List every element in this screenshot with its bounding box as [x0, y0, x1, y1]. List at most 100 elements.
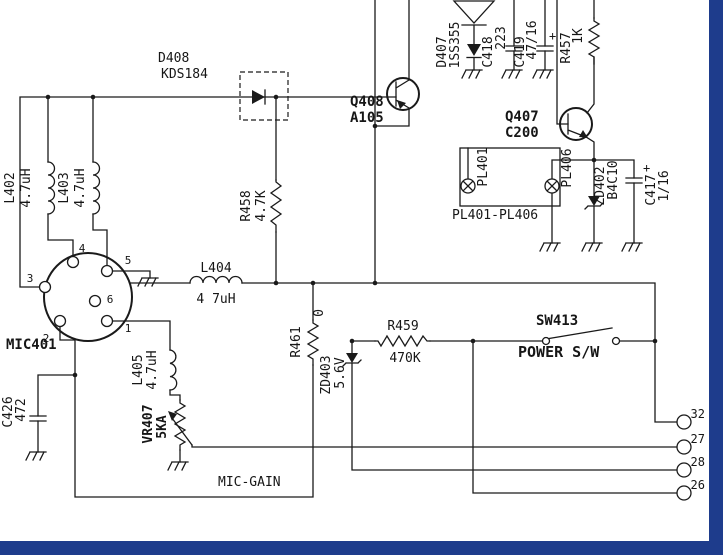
q408-ref-label: Q408 [350, 94, 384, 110]
sw413-switch [541, 327, 621, 346]
vr407-body [173, 399, 187, 451]
sw413-ref-label: SW413 [536, 313, 578, 329]
c417-value-label: 1/16 [657, 170, 672, 201]
q407-ref-label: Q407 [505, 109, 539, 125]
q408-value-label: A105 [350, 110, 384, 126]
zd403-ref-label: ZD403 [319, 355, 334, 394]
diodes [239, 0, 604, 367]
vr407-arrowhead [168, 411, 177, 421]
r458-ref-label: R458 [239, 190, 254, 221]
vr407-ref-label: VR407 [141, 404, 156, 443]
mic-pin-1 [100, 314, 114, 328]
l405-ref-label: L405 [131, 354, 146, 385]
mic-pin-3 [38, 280, 52, 294]
mic-pin-4-label: 4 [79, 242, 86, 255]
c426-ref-label: C426 [1, 396, 16, 427]
mic-pin-4 [66, 255, 80, 269]
zd402-diode [588, 196, 600, 206]
c419-polarity-label: + [549, 29, 556, 43]
l405-coil [169, 349, 178, 391]
edge-pin-28-label: 28 [691, 455, 705, 469]
mic-pin-2-label: 2 [43, 332, 50, 345]
r458-body [269, 179, 283, 233]
r457-value-label: 1K [571, 28, 586, 44]
ground-icon [539, 242, 561, 252]
resistors [168, 17, 601, 451]
q408-transistor [374, 77, 420, 127]
mic-pin-5 [100, 264, 114, 278]
l402-coil [47, 161, 56, 215]
sw413-function-label: POWER S/W [518, 343, 600, 361]
r459-value-label: 470K [389, 351, 420, 366]
r461-value-label: 0 [312, 309, 327, 317]
mic-pin-6 [88, 294, 102, 308]
inductor-coils [47, 161, 243, 391]
l404-coil [189, 275, 243, 284]
d407-diode [467, 44, 481, 56]
mic-pin-1-label: 1 [125, 322, 132, 335]
page-edge-bottom [0, 541, 723, 555]
c426-value-label: 472 [14, 398, 29, 421]
c418-plates [505, 45, 523, 52]
capacitors [29, 45, 643, 422]
mic401-connector [38, 252, 133, 342]
ground-icon [137, 277, 159, 287]
r459-body [374, 334, 431, 348]
edge-pin-28 [676, 462, 692, 478]
c417-plates [625, 177, 643, 184]
page-edge-right [709, 0, 723, 555]
d408-diode [252, 90, 265, 104]
ground-icon [461, 69, 483, 79]
edge-pin-26 [676, 485, 692, 501]
ground-symbols [25, 69, 643, 471]
r458-value-label: 4.7K [254, 190, 269, 221]
ground-icon [532, 69, 554, 79]
l404-ref-label: L404 [200, 261, 231, 276]
pl406-label: PL406 [560, 148, 575, 187]
edge-pin-26-label: 26 [691, 478, 705, 492]
pl-group-label: PL401-PL406 [452, 208, 538, 223]
d407-ref-label: D407 [435, 36, 450, 67]
labels: D408 KDS184 Q408 A105 D407 1SS355 C418 2… [1, 20, 705, 492]
edge-pin-32-label: 32 [691, 407, 705, 421]
ground-icon [25, 451, 47, 461]
top-device-triangle [452, 0, 496, 24]
mic-pin-2 [53, 314, 67, 328]
ground-icon [621, 242, 643, 252]
ground-icon [501, 69, 523, 79]
edge-pin-27-label: 27 [691, 432, 705, 446]
zd403-diode [346, 353, 358, 363]
pilot-lamp-block [459, 147, 561, 207]
d408-dashed-box [239, 71, 289, 121]
mic-pin-6-label: 6 [107, 293, 114, 306]
l403-coil [92, 161, 101, 215]
c418-value-label: 223 [494, 26, 509, 49]
vr407-value-label: 5KA [155, 415, 170, 439]
q407-value-label: C200 [505, 125, 539, 141]
mic-gain-label: MIC-GAIN [218, 475, 281, 490]
r457-body [587, 17, 601, 65]
l403-value-label: 4.7uH [73, 168, 88, 207]
d407-value-label: 1SS355 [448, 22, 463, 69]
wires [19, 0, 678, 498]
r461-ref-label: R461 [289, 326, 304, 357]
c418-ref-label: C418 [481, 36, 496, 67]
zd402-value-label: B4C10 [606, 160, 621, 199]
r459-ref-label: R459 [387, 319, 418, 334]
c417-ref-label: C417 [644, 174, 659, 205]
l402-ref-label: L402 [3, 172, 18, 203]
zd403-value-label: 5.6V [333, 357, 348, 388]
c419-value-label: 47/16 [525, 20, 540, 59]
l403-ref-label: L403 [57, 172, 72, 203]
mic-pin-5-label: 5 [125, 254, 132, 267]
edge-pin-32 [676, 414, 692, 430]
vr407-wiper-arrow [171, 417, 193, 446]
c419-plates [536, 45, 554, 52]
c419-ref-label: C419 [513, 36, 528, 67]
d408-value-label: KDS184 [161, 67, 208, 82]
mic-pin-3-label: 3 [27, 272, 34, 285]
c417-polarity-label: + [643, 161, 650, 175]
r457-ref-label: R457 [559, 32, 574, 63]
